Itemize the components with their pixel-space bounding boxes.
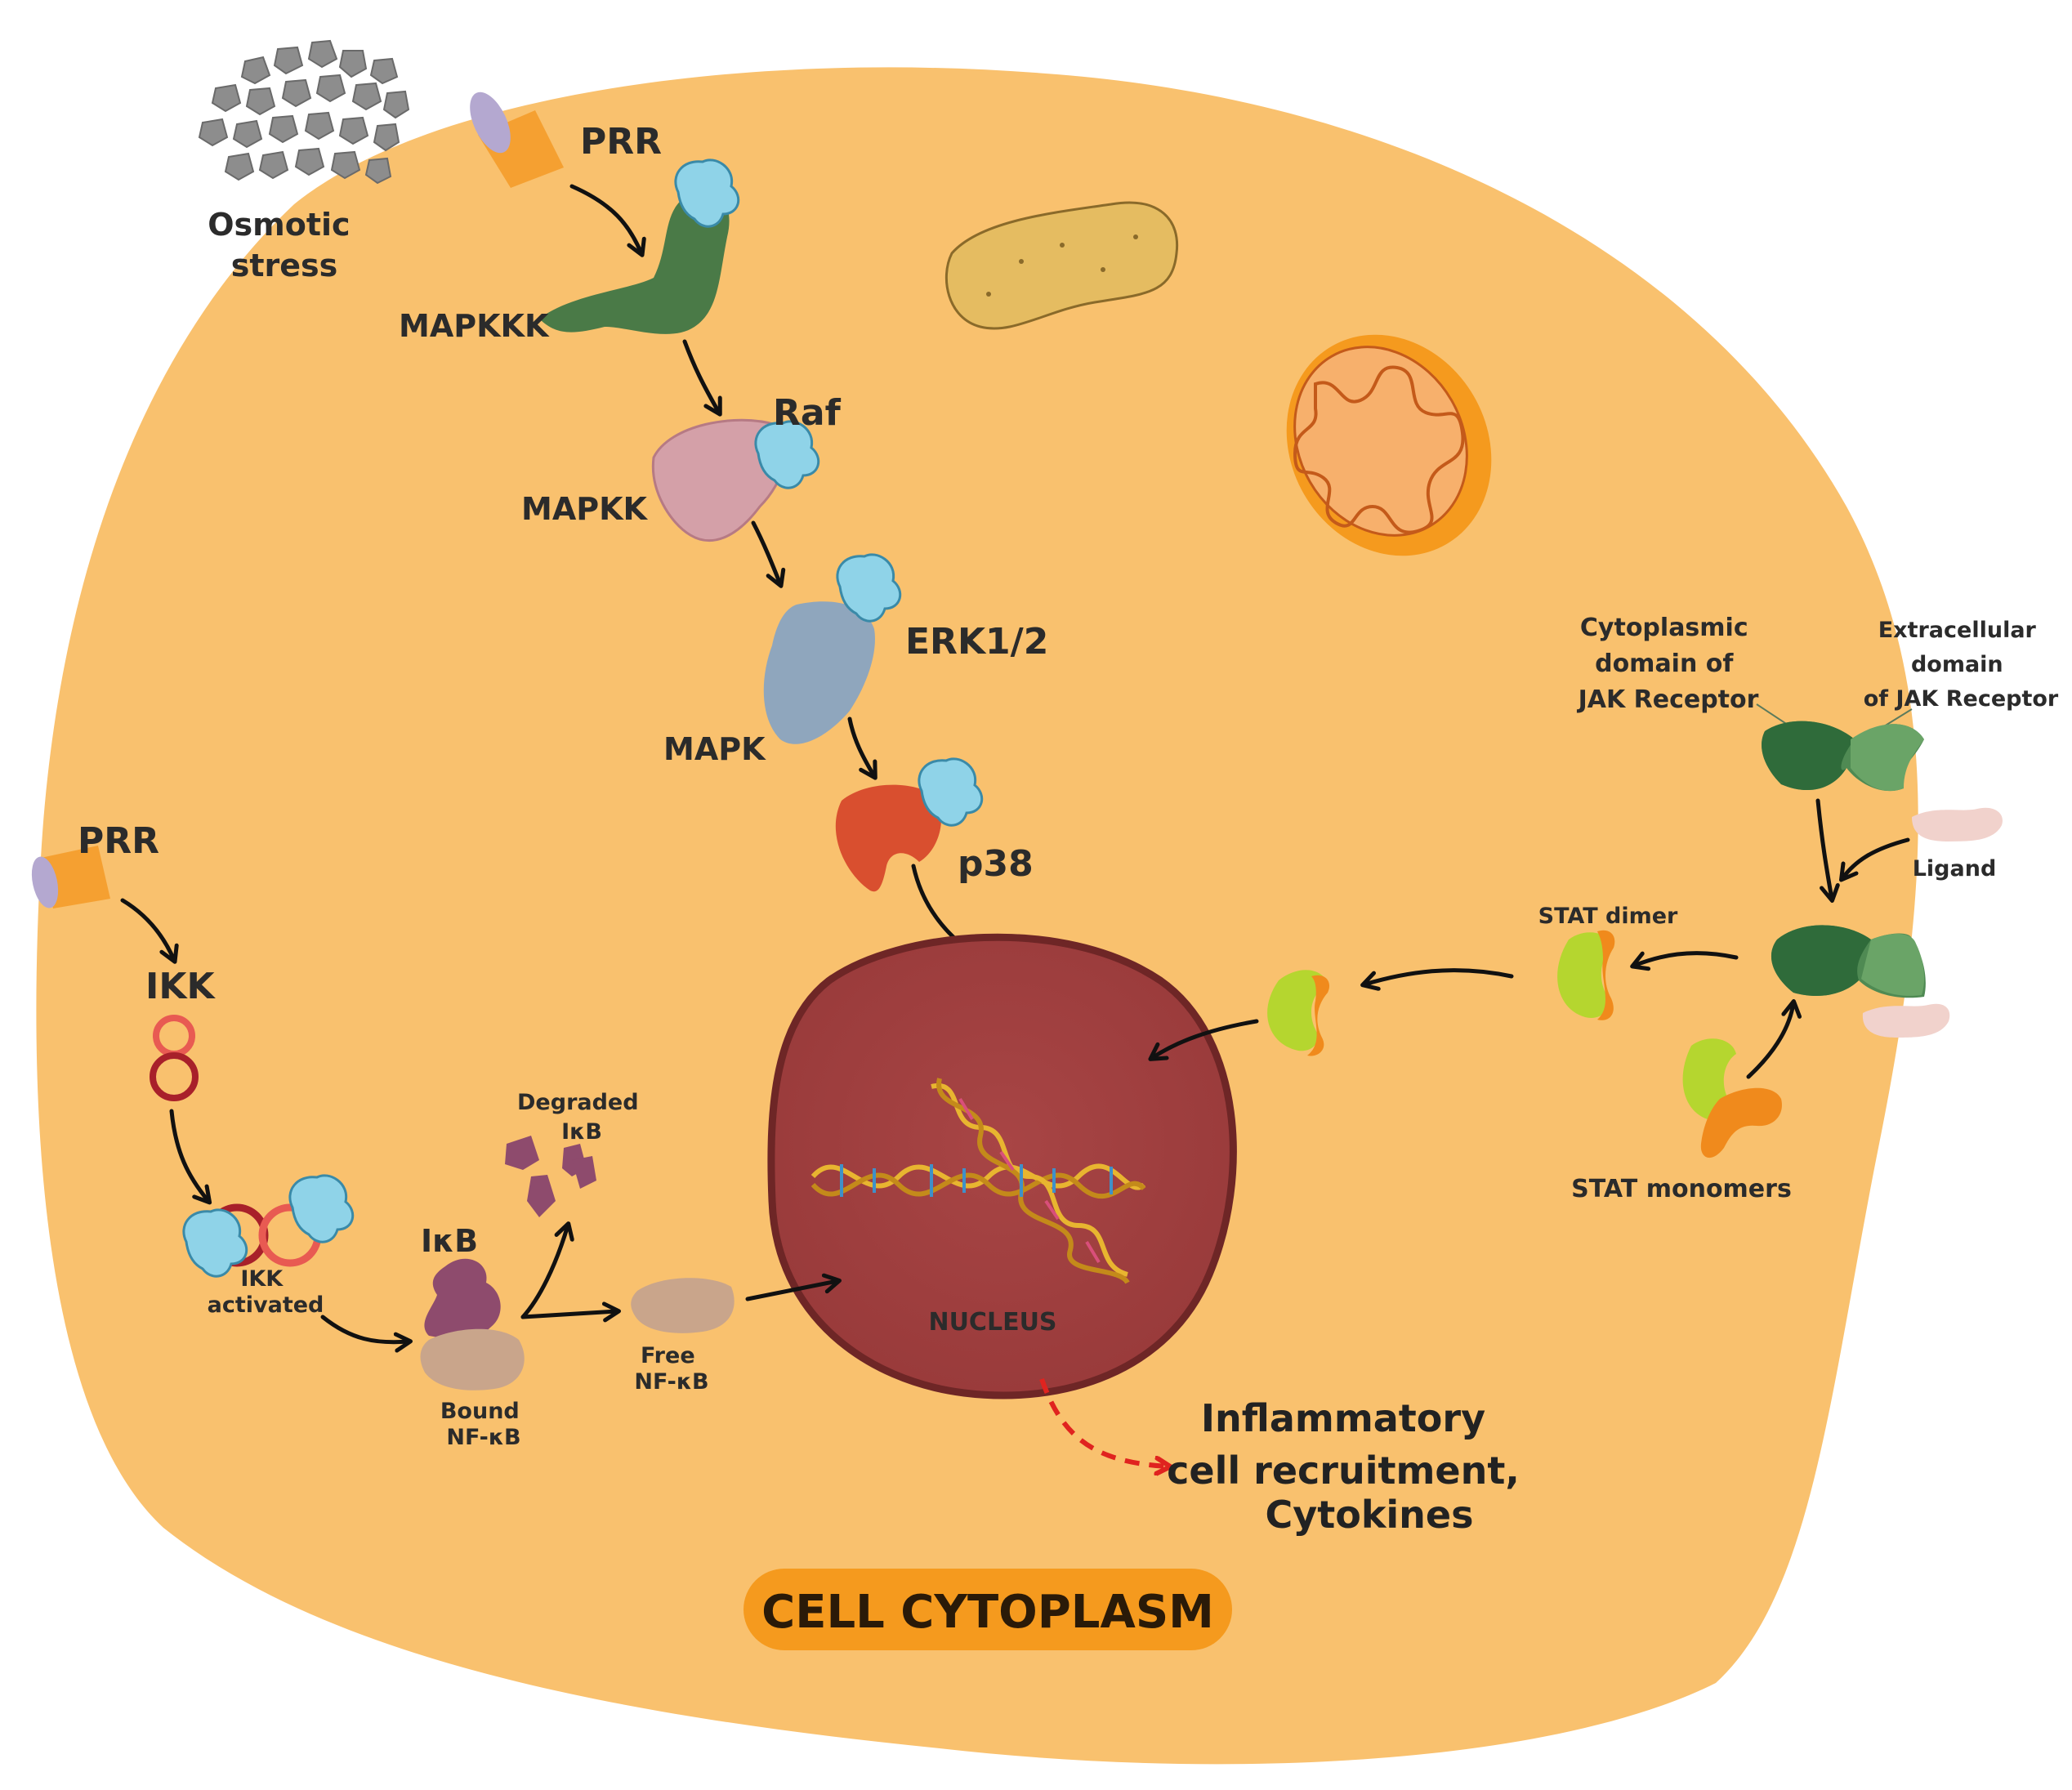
phosphate-icon: [754, 420, 820, 489]
mapk-label: MAPK: [663, 731, 766, 767]
p38-label: p38: [958, 843, 1034, 885]
free-nfkb-protein: [631, 1278, 735, 1333]
arrow-mapk-to-p38: [847, 716, 877, 780]
phosphate-icon: [288, 1174, 355, 1243]
stat-monomers-label: STAT monomers: [1571, 1175, 1792, 1203]
mitochondrion-organelle: [1286, 334, 1492, 556]
stat-dimer-label: STAT dimer: [1538, 904, 1678, 929]
cell-cytoplasm-label: CELL CYTOPLASM: [761, 1586, 1214, 1639]
arrow-ikb-to-free-nfkb: [520, 1301, 621, 1323]
arrow-receptor-activation: [1815, 798, 1840, 903]
mapk-protein: [763, 601, 875, 744]
free-nfkb-label: Free NF-κB: [634, 1343, 708, 1395]
raf-label: Raf: [773, 392, 842, 434]
mapkkk-protein: [539, 190, 730, 334]
ikk-protein: [150, 1015, 199, 1101]
mapkk-label: MAPKK: [521, 491, 649, 527]
bound-nfkb-protein: [420, 1328, 525, 1390]
osmotic-stress-label: Osmotic stress: [208, 207, 361, 283]
jak-receptor-activated: [1771, 925, 1926, 998]
arrow-ligand-to-receptor: [1838, 837, 1910, 882]
prr-left-label: PRR: [78, 820, 159, 862]
ikk-activated-label: IKK activated: [208, 1266, 324, 1318]
outcome-label: Inflammatory cell recruitment, Cytokines: [1167, 1396, 1533, 1537]
arrow-ikk-to-activated: [169, 1109, 212, 1205]
mapkkk-label: MAPKKK: [399, 308, 550, 344]
arrow-monomers-to-receptor: [1746, 999, 1802, 1079]
degraded-ikb-fragments: [505, 1136, 596, 1217]
mapkk-protein: [651, 418, 788, 542]
arrow-free-nfkb-to-nucleus: [745, 1273, 842, 1301]
prr-receptor-top: [470, 92, 564, 188]
osmotic-stress-particles: [198, 39, 410, 185]
ikb-label: IκB: [421, 1223, 478, 1259]
phosphate-icon: [182, 1208, 248, 1278]
degraded-ikb-label: Degraded IκB: [517, 1090, 646, 1145]
phosphate-icon: [674, 158, 740, 228]
ikk-label: IKK: [145, 966, 216, 1007]
extracellular-domain-label: Extracellular domain of JAK Receptor: [1864, 618, 2059, 712]
stat-dimer-translocating: [1267, 970, 1330, 1056]
arrow-mapkk-to-mapk: [751, 520, 786, 588]
arrow-mapkkk-to-mapkk: [682, 339, 722, 417]
dna-helix-icon: [810, 1078, 1146, 1284]
nucleus-label: NUCLEUS: [928, 1308, 1056, 1337]
prr-top-label: PRR: [580, 121, 662, 163]
cell-cytoplasm-badge: [744, 1569, 1232, 1650]
ligand-label: Ligand: [1913, 856, 1997, 882]
jak-receptor-inactive: [1762, 721, 1924, 792]
vesicle-organelle: [945, 201, 1179, 330]
p38-protein: [835, 784, 942, 892]
ikb-protein: [424, 1258, 501, 1338]
ligand-protein: [1912, 807, 2003, 841]
arrow-nucleus-to-outcome: [1039, 1378, 1168, 1466]
arrow-stat-dimer-forward: [1360, 968, 1514, 991]
stat-monomers-protein: [1682, 1038, 1782, 1158]
stat-dimer-protein: [1557, 930, 1615, 1020]
arrow-ikb-to-degraded: [520, 1221, 574, 1319]
arrow-prr-to-ikk: [120, 898, 179, 964]
arrow-ikk-to-ikb: [320, 1315, 413, 1353]
cytoplasmic-domain-label: Cytoplasmic domain of JAK Receptor: [1577, 614, 1759, 714]
ligand-bound: [1862, 1003, 1950, 1038]
arrow-prr-to-mapkkk: [569, 184, 646, 257]
arrow-receptor-to-stat-dimer: [1630, 951, 1739, 971]
arrow-stat-to-nucleus: [1148, 1019, 1259, 1061]
phosphate-icon: [918, 757, 984, 827]
phosphate-icon: [836, 553, 902, 623]
prr-receptor-left: [31, 846, 110, 908]
bound-nfkb-label: Bound NF-κB: [440, 1399, 527, 1450]
erk-label: ERK1/2: [905, 621, 1048, 663]
